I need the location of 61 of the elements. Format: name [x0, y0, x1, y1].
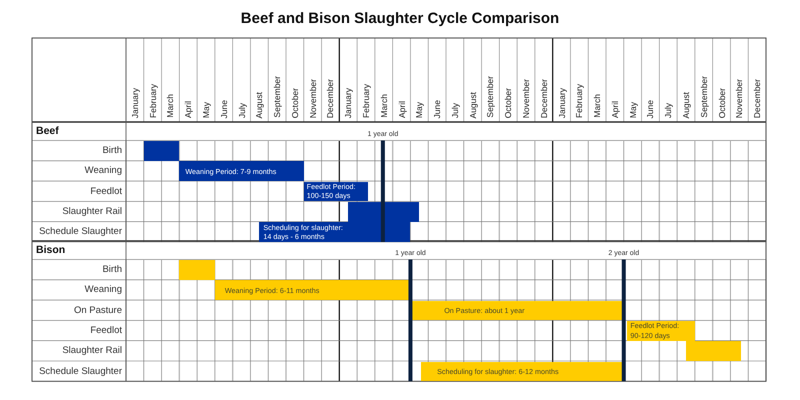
row-label: Weaning	[84, 166, 122, 176]
month-label: June	[645, 100, 656, 118]
gantt-bar	[627, 320, 695, 341]
month-label: June	[218, 100, 229, 118]
row-label: Feedlot	[90, 186, 122, 196]
section-heading: Beef	[36, 126, 59, 136]
month-label: December	[752, 78, 762, 118]
row-label: Slaughter Rail	[62, 346, 122, 356]
row-label: Birth	[102, 265, 122, 274]
month-label: March	[592, 94, 602, 118]
gantt-bar	[412, 300, 622, 320]
gantt-bar	[421, 362, 624, 382]
month-label: October	[290, 88, 300, 118]
month-label: November	[734, 78, 744, 118]
month-label: April	[183, 100, 194, 118]
gantt-bar	[304, 182, 368, 202]
gantt-bar	[686, 341, 742, 361]
gantt-bar	[179, 161, 304, 182]
month-label: July	[450, 102, 460, 118]
month-label: October	[503, 88, 514, 118]
gantt-bar	[179, 260, 215, 280]
row-label: Birth	[102, 146, 122, 156]
row-label: Schedule Slaughter	[39, 227, 122, 237]
month-label: August	[680, 92, 691, 118]
month-label: May	[628, 102, 638, 118]
month-label: August	[254, 92, 264, 118]
month-label: December	[325, 78, 336, 118]
month-label: September	[485, 76, 496, 118]
month-label: July	[663, 102, 674, 118]
month-label: May	[414, 102, 424, 118]
section-heading: Bison	[36, 245, 66, 256]
month-label: February	[360, 84, 371, 118]
row-label: Feedlot	[90, 326, 122, 336]
month-label: July	[236, 102, 247, 118]
row-label: Slaughter Rail	[62, 206, 122, 216]
month-label: November	[308, 78, 318, 118]
month-label: December	[538, 78, 549, 118]
month-label: June	[432, 100, 442, 118]
gantt-bar	[144, 141, 180, 161]
month-label: April	[610, 100, 620, 118]
month-label: February	[148, 84, 158, 118]
row-label: On Pasture	[74, 306, 122, 316]
month-label: February	[574, 84, 584, 118]
month-label: August	[468, 92, 478, 118]
month-label: January	[343, 88, 354, 118]
month-label: September	[698, 76, 709, 118]
month-label: April	[396, 100, 407, 118]
chart-title: Beef and Bison Slaughter Cycle Comparison	[240, 10, 560, 27]
month-label: January	[556, 88, 567, 118]
row-label: Schedule Slaughter	[39, 366, 122, 376]
month-label: November	[520, 78, 531, 118]
month-label: March	[165, 94, 176, 118]
row-label: Weaning	[84, 285, 122, 295]
month-label: March	[378, 94, 389, 118]
month-label: January	[130, 88, 140, 118]
gantt-bar	[348, 202, 420, 222]
gantt-bar	[214, 280, 410, 300]
month-label: May	[200, 102, 211, 118]
month-label: October	[716, 88, 727, 118]
month-label: September	[272, 76, 282, 118]
gantt-bar	[259, 222, 410, 242]
